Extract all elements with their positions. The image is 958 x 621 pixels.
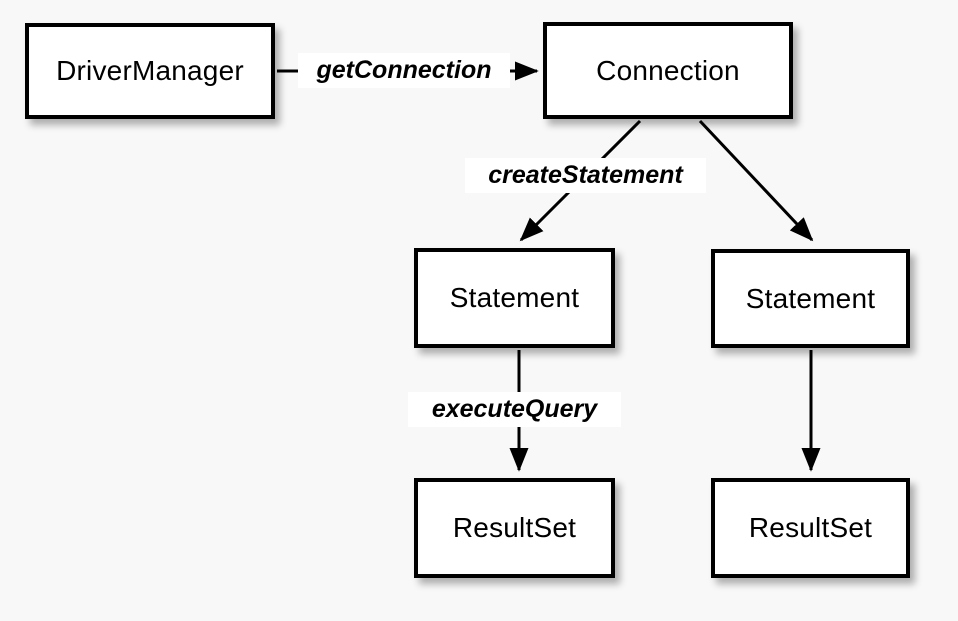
node-resultset-right[interactable]: ResultSet (711, 478, 910, 578)
node-statement-left-label: Statement (449, 282, 580, 313)
edge-label-get-connection: getConnection (298, 53, 510, 88)
node-resultset-left[interactable]: ResultSet (414, 478, 615, 578)
node-statement-right-label: Statement (745, 282, 876, 314)
connector-create-statement-2 (698, 119, 814, 242)
node-resultset-left-label: ResultSet (452, 512, 577, 543)
node-statement-right[interactable]: Statement (711, 249, 910, 348)
node-driver-manager-label: DriverManager (56, 55, 244, 86)
node-driver-manager[interactable]: DriverManager (25, 23, 275, 119)
node-statement-left[interactable]: Statement (414, 248, 615, 348)
node-connection-label: Connection (596, 54, 740, 86)
edge-label-execute-query: executeQuery (408, 392, 621, 427)
node-connection[interactable]: Connection (543, 22, 793, 119)
edge-label-create-statement: createStatement (465, 158, 706, 193)
node-resultset-right-label: ResultSet (748, 512, 873, 543)
